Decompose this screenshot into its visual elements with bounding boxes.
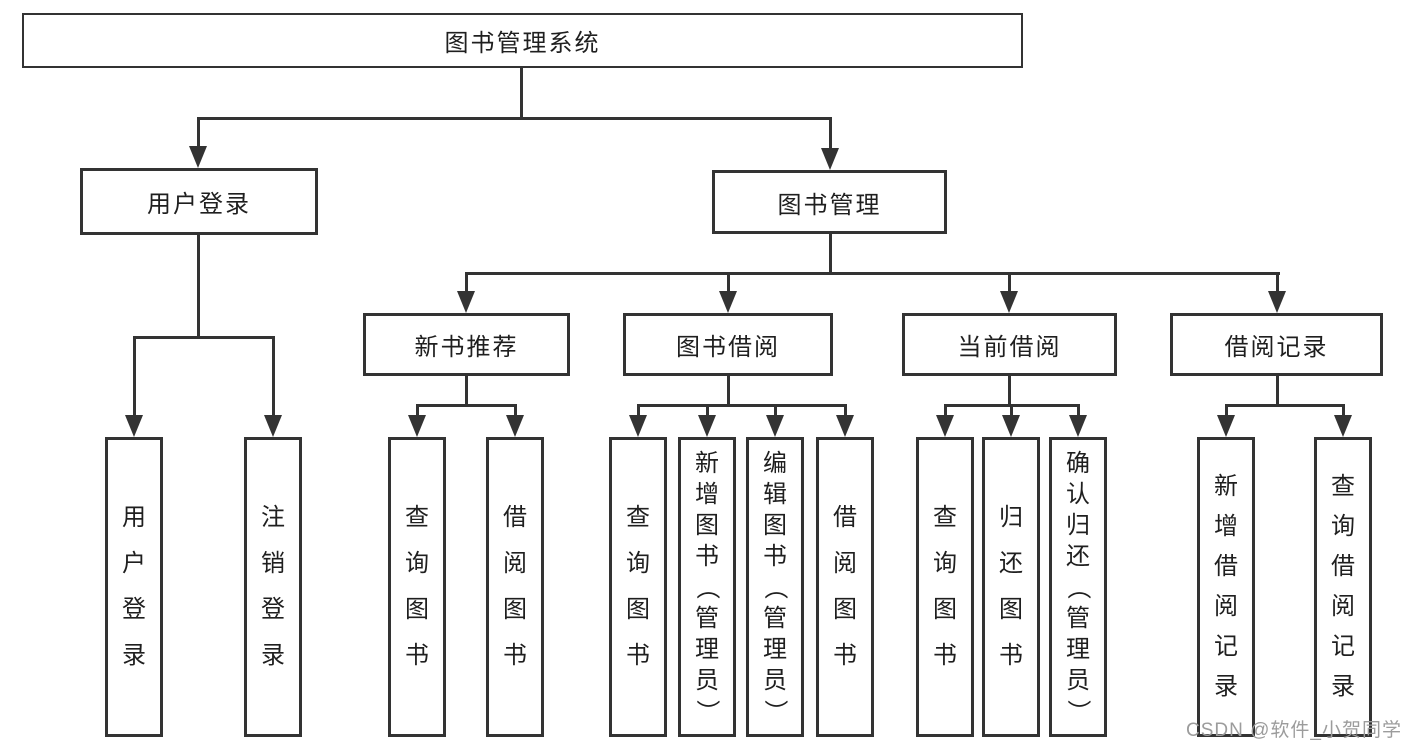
leaf-logout: 注销登录 [244, 437, 302, 737]
arrowhead [125, 415, 143, 437]
connector-line [727, 376, 730, 406]
connector-line [1010, 404, 1013, 417]
connector-line [1225, 404, 1344, 407]
connector-line [197, 117, 200, 147]
connector-line [706, 404, 709, 417]
leaf-newbooks-borrow-books: 借阅图书 [486, 437, 544, 737]
arrowhead [719, 291, 737, 313]
leaf-current-query-books: 查询图书 [916, 437, 974, 737]
arrowhead [264, 415, 282, 437]
leaf-current-return-books: 归还图书 [982, 437, 1040, 737]
arrowhead [1268, 291, 1286, 313]
connector-line [774, 404, 777, 417]
connector-line [637, 404, 640, 417]
connector-line [944, 404, 947, 417]
leaf-newbooks-query-books: 查询图书 [388, 437, 446, 737]
connector-line [844, 404, 847, 417]
connector-line [1342, 404, 1345, 417]
leaf-borrowing-add-books-admin: 新增图书（管理员） [678, 437, 736, 737]
connector-line [416, 404, 419, 417]
connector-line [416, 404, 517, 407]
connector-line [465, 272, 468, 293]
node-borrowing-records: 借阅记录 [1170, 313, 1383, 376]
connector-line [727, 272, 730, 293]
leaf-borrowing-query-books: 查询图书 [609, 437, 667, 737]
arrowhead [698, 415, 716, 437]
connector-line [1008, 376, 1011, 406]
node-library-management-system: 图书管理系统 [22, 13, 1023, 68]
csdn-watermark: CSDN @软件_小贺同学 [1186, 720, 1402, 741]
connector-line [1276, 272, 1279, 293]
arrowhead [766, 415, 784, 437]
node-book-management: 图书管理 [712, 170, 947, 234]
connector-line [465, 272, 1280, 275]
leaf-borrowing-edit-books-admin: 编辑图书（管理员） [746, 437, 804, 737]
arrowhead [821, 148, 839, 170]
connector-line [637, 404, 847, 407]
leaf-borrowing-borrow-books: 借阅图书 [816, 437, 874, 737]
arrowhead [408, 415, 426, 437]
connector-line [272, 336, 275, 417]
connector-line [465, 376, 468, 406]
connector-line [1276, 376, 1279, 406]
connector-line [514, 404, 517, 417]
node-user-login: 用户登录 [80, 168, 318, 235]
arrowhead [1334, 415, 1352, 437]
arrowhead [1069, 415, 1087, 437]
arrowhead [936, 415, 954, 437]
connector-line [197, 234, 200, 338]
connector-line [1077, 404, 1080, 417]
connector-line [1225, 404, 1228, 417]
arrowhead [189, 146, 207, 168]
arrowhead [1217, 415, 1235, 437]
connector-line [133, 336, 136, 417]
arrowhead [1002, 415, 1020, 437]
leaf-records-query-borrow-record: 查询借阅记录 [1314, 437, 1372, 737]
leaf-current-confirm-return-admin: 确认归还（管理员） [1049, 437, 1107, 737]
node-book-borrowing: 图书借阅 [623, 313, 833, 376]
connector-line [133, 336, 275, 339]
arrowhead [836, 415, 854, 437]
arrowhead [1000, 291, 1018, 313]
arrowhead [506, 415, 524, 437]
connector-line [829, 117, 832, 149]
leaf-records-add-borrow-record: 新增借阅记录 [1197, 437, 1255, 737]
connector-line [520, 66, 523, 119]
node-new-book-recommend: 新书推荐 [363, 313, 570, 376]
connector-line [197, 117, 832, 120]
connector-line [829, 234, 832, 274]
arrowhead [457, 291, 475, 313]
leaf-user-login: 用户登录 [105, 437, 163, 737]
connector-line [1008, 272, 1011, 293]
arrowhead [629, 415, 647, 437]
node-current-borrowing: 当前借阅 [902, 313, 1117, 376]
